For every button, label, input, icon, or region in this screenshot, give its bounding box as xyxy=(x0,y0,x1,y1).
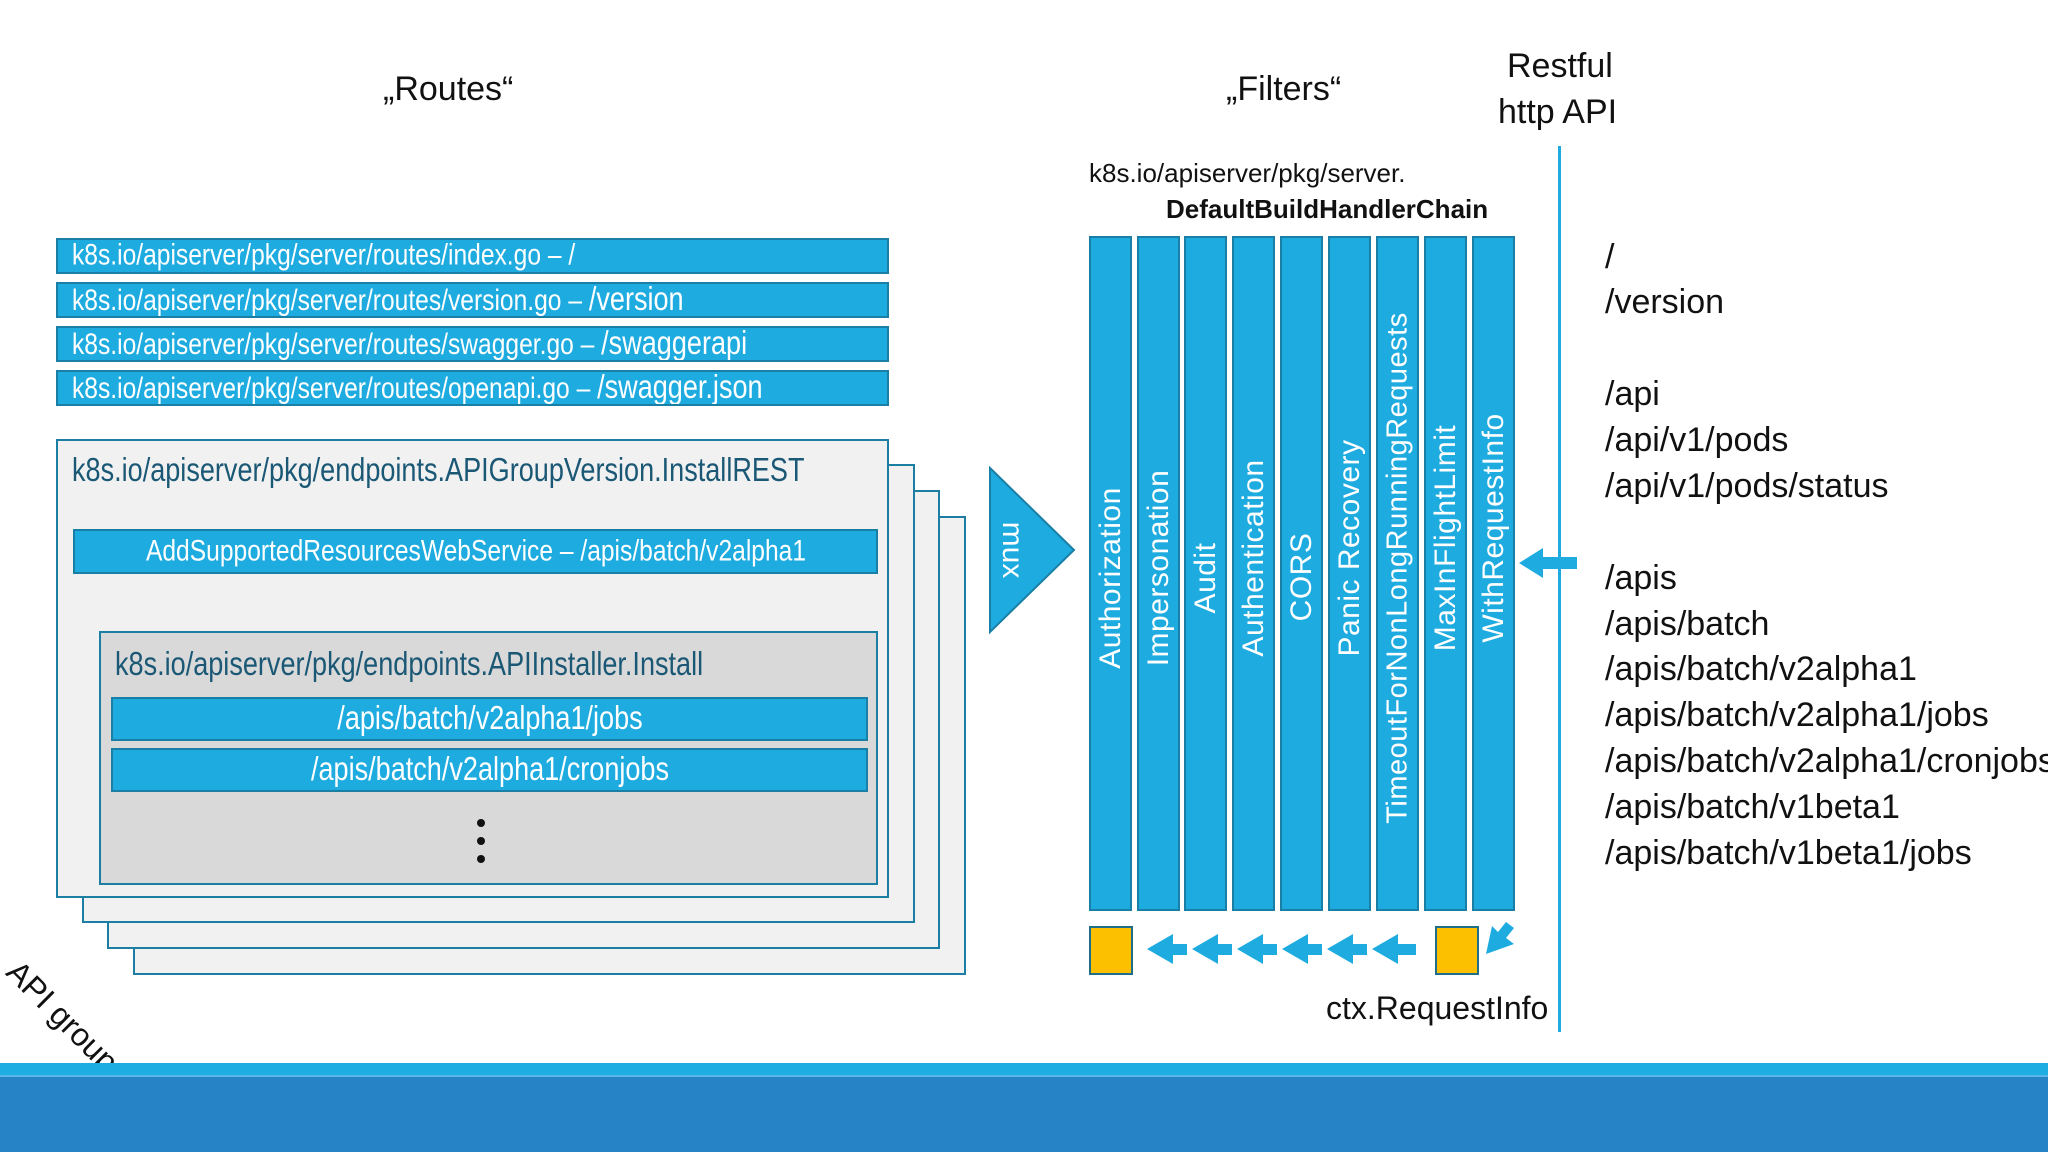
diagonal-arrow-icon xyxy=(1486,922,1514,954)
api-boundary-line xyxy=(1558,146,1561,1032)
filter-column-panic-recovery: Panic Recovery xyxy=(1328,236,1371,911)
filter-column-authorization: Authorization xyxy=(1089,236,1132,911)
route-path: k8s.io/apiserver/pkg/server/routes/opena… xyxy=(72,372,570,406)
left-arrow-icon xyxy=(1372,934,1416,964)
endpoint-item: /apis/batch/v2alpha1/cronjobs xyxy=(1605,742,2048,780)
filter-column-max-in-flight: MaxInFlightLimit xyxy=(1424,236,1467,911)
more-resources-ellipsis xyxy=(469,817,493,867)
filter-column-with-request-info: WithRequestInfo xyxy=(1472,236,1515,911)
install-rest-title: k8s.io/apiserver/pkg/endpoints.APIGroupV… xyxy=(72,451,805,488)
chain-package-label: k8s.io/apiserver/pkg/server. xyxy=(1089,158,1406,188)
mux-label: mux xyxy=(996,521,1029,579)
route-bar: k8s.io/apiserver/pkg/server/routes/versi… xyxy=(56,282,889,318)
footer-band xyxy=(0,1075,2048,1152)
resource-bar-jobs: /apis/batch/v2alpha1/jobs xyxy=(111,697,868,741)
filter-column-authentication: Authentication xyxy=(1232,236,1275,911)
filter-column-timeout: TimeoutForNonLongRunningRequests xyxy=(1376,236,1419,911)
add-supported-resources-bar: AddSupportedResourcesWebService – /apis/… xyxy=(73,529,878,574)
route-path: k8s.io/apiserver/pkg/server/routes/swagg… xyxy=(72,328,574,362)
context-label: ctx.RequestInfo xyxy=(1326,990,1549,1026)
api-installer-box: k8s.io/apiserver/pkg/endpoints.APIInstal… xyxy=(99,631,878,885)
route-bar: k8s.io/apiserver/pkg/server/routes/opena… xyxy=(56,370,889,406)
endpoint-item: /apis/batch xyxy=(1605,605,1770,643)
mux-arrow-icon xyxy=(989,465,1076,635)
route-endpoint: /version xyxy=(588,282,684,318)
filters-heading: „Filters“ xyxy=(1226,70,1342,108)
chain-name-label: DefaultBuildHandlerChain xyxy=(1166,194,1489,224)
route-path: k8s.io/apiserver/pkg/server/routes/versi… xyxy=(72,284,562,318)
api-installer-title: k8s.io/apiserver/pkg/endpoints.APIInstal… xyxy=(115,645,704,682)
request-info-context-box-start xyxy=(1435,926,1479,975)
route-separator: – xyxy=(573,328,602,362)
left-arrow-icon xyxy=(1327,934,1367,964)
restful-heading-line2: http API xyxy=(1498,93,1618,131)
api-group-panel: k8s.io/apiserver/pkg/endpoints.APIGroupV… xyxy=(56,439,889,898)
endpoint-item: /apis/batch/v1beta1/jobs xyxy=(1605,834,1972,872)
endpoint-item: / xyxy=(1605,238,1615,276)
left-arrow-icon xyxy=(1192,934,1232,964)
route-separator: – xyxy=(561,284,589,318)
endpoint-item: /api/v1/pods xyxy=(1605,421,1789,459)
left-arrow-icon xyxy=(1282,934,1322,964)
filter-column-audit: Audit xyxy=(1184,236,1227,911)
restful-heading-line1: Restful xyxy=(1507,47,1613,85)
route-separator: – xyxy=(541,238,569,272)
route-endpoint: /swagger.json xyxy=(597,370,763,406)
route-path: k8s.io/apiserver/pkg/server/routes/index… xyxy=(72,238,542,272)
filter-column-cors: CORS xyxy=(1280,236,1323,911)
left-arrow-icon xyxy=(1147,934,1187,964)
routes-heading: „Routes“ xyxy=(383,70,514,108)
footer-accent-strip xyxy=(0,1063,2048,1075)
endpoint-item: /apis/batch/v1beta1 xyxy=(1605,788,1900,826)
resource-bar-cronjobs: /apis/batch/v2alpha1/cronjobs xyxy=(111,748,868,792)
request-info-context-box-end xyxy=(1089,926,1133,975)
incoming-request-arrow-icon xyxy=(1519,548,1577,578)
left-arrow-icon xyxy=(1237,934,1277,964)
filter-column-impersonation: Impersonation xyxy=(1137,236,1180,911)
endpoint-item: /version xyxy=(1605,283,1725,321)
route-endpoint: /swaggerapi xyxy=(601,326,748,362)
endpoint-item: /apis xyxy=(1605,559,1677,597)
endpoint-item: /apis/batch/v2alpha1 xyxy=(1605,650,1917,688)
route-separator: – xyxy=(569,372,598,406)
endpoint-item: /api xyxy=(1605,375,1660,413)
route-bar: k8s.io/apiserver/pkg/server/routes/index… xyxy=(56,238,889,274)
route-bar: k8s.io/apiserver/pkg/server/routes/swagg… xyxy=(56,326,889,362)
endpoint-item: /apis/batch/v2alpha1/jobs xyxy=(1605,696,1989,734)
route-endpoint: / xyxy=(568,238,576,272)
endpoint-item: /api/v1/pods/status xyxy=(1605,467,1889,505)
context-flow-arrows xyxy=(1147,934,1416,964)
